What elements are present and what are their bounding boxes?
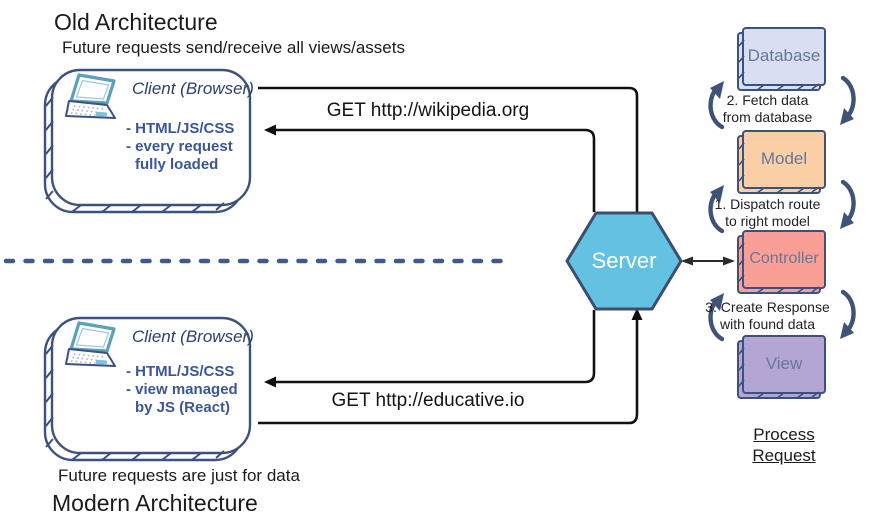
old-client-box-hatching [45,96,225,213]
feature-line: - every request [126,138,233,155]
arrowhead-up [710,293,724,311]
model-label: Model [760,149,808,168]
modern-architecture-title: Modern Architecture [52,490,258,516]
arrowhead-down [840,108,854,125]
feature-line: by JS (React) [135,399,231,416]
database-label: Database [747,46,821,65]
database-box [737,27,826,91]
modern-client-title: Client (Browser) [132,327,254,346]
old-response-arrow [274,128,596,212]
feature-line: - view managed [126,381,238,398]
step-fetch-data: 2. Fetch data from database [722,92,813,125]
modern-client-box-hatching [45,344,225,461]
old-client-title: Client (Browser) [132,79,254,98]
modern-architecture-note: Future requests are just for data [58,466,300,485]
step-dispatch-route: 1. Dispatch route to right model [714,196,821,229]
modern-client-features: - HTML/JS/CSS - view managed by JS (Reac… [126,363,238,417]
view-label: View [765,354,803,373]
arrowhead-left [681,256,693,266]
arrowhead-up [631,308,643,320]
arrowhead-left [264,376,276,388]
arrowhead-up [710,185,724,203]
arrowhead-down [840,212,854,229]
arrowhead-left [264,124,276,136]
old-client-features: - HTML/JS/CSS - every request fully load… [126,120,234,174]
modern-request-label: GET http://educative.io [331,390,525,411]
arrowhead-down [840,322,854,339]
modern-request-arrow [258,318,639,425]
old-architecture-title: Old Architecture [54,9,218,35]
view-box [737,335,826,399]
feature-line: fully loaded [135,156,219,173]
feature-line: - HTML/JS/CSS [126,120,235,137]
controller-label: Controller [749,250,819,267]
process-request-caption: Process Request [752,425,816,465]
step-create-response: 3. Create Response with found data [705,299,830,332]
server-label: Server [591,248,657,273]
arrowhead-right [723,256,735,266]
old-architecture-note: Future requests send/receive all views/a… [62,38,405,57]
arrowhead-up [710,81,724,99]
server-hexagon [565,211,683,311]
feature-line: - HTML/JS/CSS [126,363,235,380]
old-request-label: GET http://wikipedia.org [326,100,530,121]
server-controller-double-arrow [681,256,735,266]
model-box [737,130,826,194]
controller-box [737,230,826,294]
old-request-arrow [258,86,639,218]
modern-response-arrow [274,310,596,384]
